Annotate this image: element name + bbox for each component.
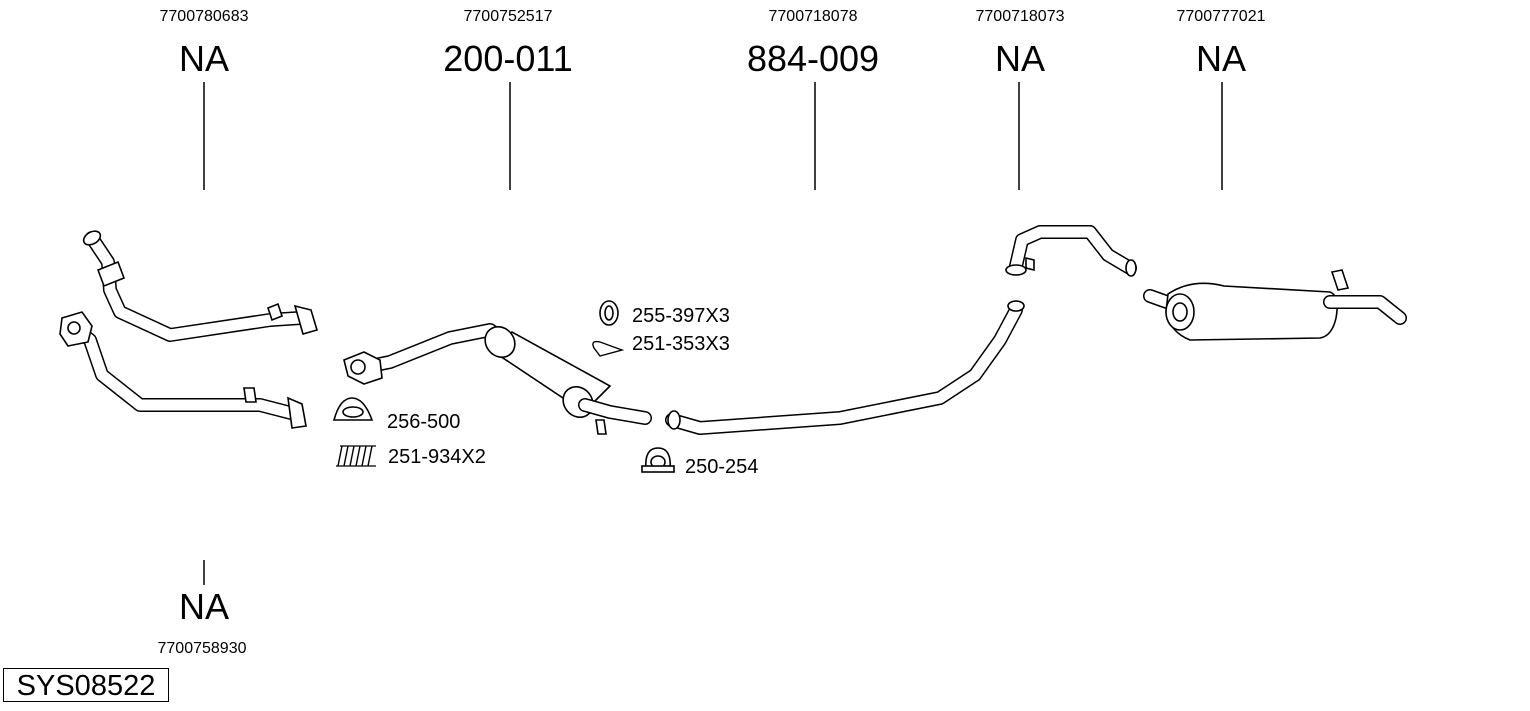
system-code-box: SYS08522 (3, 668, 169, 702)
tail-connector-pipe[interactable] (1005, 225, 1137, 277)
centre-silencer[interactable] (343, 321, 652, 435)
spring-icon[interactable] (336, 445, 376, 467)
oem-number-4: 7700718073 (975, 8, 1065, 25)
leader-lines (203, 82, 1223, 585)
oem-number-1: 7700780683 (159, 8, 249, 25)
oem-number-5: 7700777021 (1176, 8, 1266, 25)
accessory-label-5[interactable]: 250-254 (685, 456, 759, 478)
front-pipe-upper[interactable] (81, 228, 318, 342)
rubber-ring-icon[interactable] (599, 300, 619, 326)
oem-number-2: 7700752517 (463, 8, 553, 25)
part-number-5[interactable]: NA (1195, 38, 1247, 79)
clamp-icon[interactable] (641, 447, 675, 473)
part-number-6[interactable]: NA (178, 586, 230, 627)
accessory-label-3[interactable]: 256-500 (387, 411, 461, 433)
accessory-label-4[interactable]: 251-934X2 (388, 446, 486, 468)
accessory-label-2[interactable]: 251-353X3 (632, 333, 730, 355)
oem-number-6: 7700758930 (157, 640, 247, 657)
clip-icon[interactable] (592, 340, 625, 357)
part-number-2[interactable]: 200-011 (443, 38, 573, 79)
intermediate-pipe[interactable] (665, 300, 1025, 435)
oem-number-3: 7700718078 (768, 8, 858, 25)
part-number-3[interactable]: 884-009 (746, 38, 880, 79)
rear-silencer[interactable] (1143, 269, 1407, 341)
gasket-ring-icon[interactable] (332, 397, 374, 421)
front-pipe-lower[interactable] (59, 311, 307, 429)
accessory-label-1[interactable]: 255-397X3 (632, 305, 730, 327)
part-number-4[interactable]: NA (994, 38, 1046, 79)
part-number-1[interactable]: NA (178, 38, 230, 79)
